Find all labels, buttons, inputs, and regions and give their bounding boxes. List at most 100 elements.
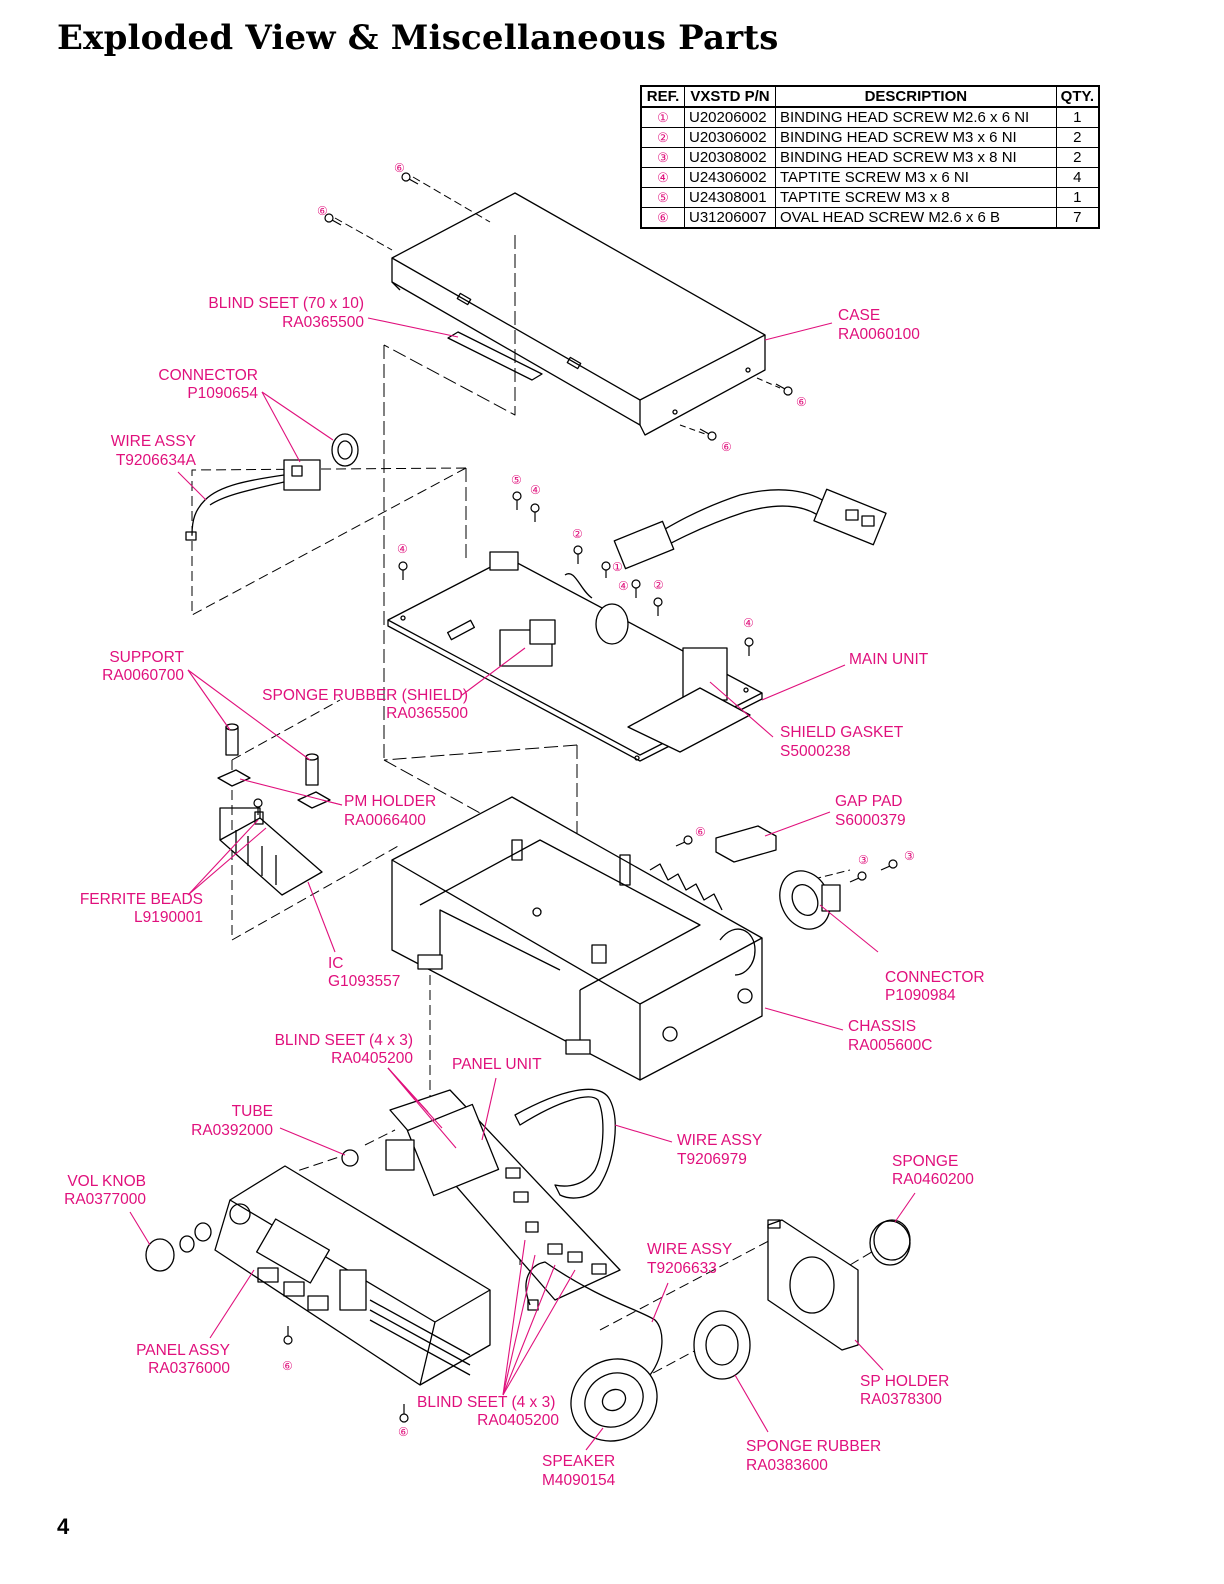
- vol-knob-part: [145, 1222, 212, 1272]
- screw-ref: ③: [858, 853, 869, 867]
- screws: [253, 172, 898, 1423]
- main-unit-part: [387, 551, 763, 762]
- sponge-part: [869, 1219, 911, 1266]
- cell-description: TAPTITE SCREW M3 x 6 NI: [775, 167, 1057, 188]
- chassis-part: [391, 796, 763, 1081]
- screw-ref: ⑥: [394, 161, 405, 175]
- label-vol-knob-pn: RA0377000: [64, 1191, 146, 1208]
- label-panel-assy-pn: RA0376000: [148, 1360, 230, 1377]
- label-ic-pn: G1093557: [328, 973, 400, 990]
- speaker-wire-part: [525, 1261, 663, 1376]
- label-blind-seet-4x3-top-pn: RA0405200: [331, 1050, 413, 1067]
- label-sp-holder-pn: RA0378300: [860, 1391, 942, 1408]
- screw-ref-numbers: ⑥ ⑥ ⑥ ⑥ ⑤ ④ ② ① ④ ④ ② ④ ⑥ ③ ③ ⑥ ⑥: [282, 161, 915, 1439]
- ribbon-cable-part: [514, 1088, 616, 1199]
- cell-pn: U20306002: [684, 127, 776, 148]
- screw-ref: ⑥: [695, 825, 706, 839]
- label-main-unit: MAIN UNIT: [849, 651, 929, 668]
- col-qty: QTY.: [1055, 85, 1100, 108]
- cell-description: OVAL HEAD SCREW M2.6 x 6 B: [775, 207, 1057, 229]
- label-wire-assy-top-pn: T9206634A: [116, 452, 197, 469]
- label-case: CASE: [838, 307, 880, 324]
- cell-qty: 1: [1055, 187, 1100, 208]
- label-case-pn: RA0060100: [838, 326, 920, 343]
- label-sponge-rubber-shield-pn: RA0365500: [386, 705, 468, 722]
- col-description: DESCRIPTION: [775, 85, 1057, 108]
- label-shield-gasket: SHIELD GASKET: [780, 724, 904, 741]
- label-sponge-pn: RA0460200: [892, 1171, 974, 1188]
- screw-ref: ⑤: [511, 473, 522, 487]
- table-row: ① U20206002 BINDING HEAD SCREW M2.6 x 6 …: [640, 106, 1100, 128]
- label-chassis-pn: RA005600C: [848, 1037, 932, 1054]
- cell-pn: U24306002: [684, 167, 776, 188]
- connector-top-part: [185, 433, 359, 541]
- panel-unit-part: [385, 1089, 621, 1301]
- label-panel-assy: PANEL ASSY: [136, 1342, 230, 1359]
- screw-ref: ⑥: [282, 1359, 293, 1373]
- label-sponge: SPONGE: [892, 1153, 958, 1170]
- blind-seet-strip: [447, 331, 543, 381]
- label-gap-pad-pn: S6000379: [835, 812, 906, 829]
- pm-holder-part: [217, 769, 251, 787]
- table-row: ⑤ U24308001 TAPTITE SCREW M3 x 8 1: [640, 187, 1100, 208]
- label-wire-assy-mid-pn: T9206979: [677, 1151, 747, 1168]
- table-row: ④ U24306002 TAPTITE SCREW M3 x 6 NI 4: [640, 167, 1100, 188]
- screw-ref: ④: [743, 616, 754, 630]
- screw-ref: ⑥: [796, 395, 807, 409]
- screw-ref: ⑥: [317, 204, 328, 218]
- label-pm-holder: PM HOLDER: [344, 793, 436, 810]
- callout-labels: BLIND SEET (70 x 10) RA0365500 CASE RA00…: [64, 295, 984, 1489]
- label-support: SUPPORT: [109, 649, 184, 666]
- cell-description: TAPTITE SCREW M3 x 8: [775, 187, 1057, 208]
- case-part: [391, 192, 766, 436]
- label-pm-holder-pn: RA0066400: [344, 812, 426, 829]
- label-speaker-pn: M4090154: [542, 1472, 616, 1489]
- label-speaker: SPEAKER: [542, 1453, 615, 1470]
- label-blind-seet-4x3-top: BLIND SEET (4 x 3): [275, 1032, 413, 1049]
- label-wire-assy-low-pn: T9206633: [647, 1260, 717, 1277]
- label-sponge-rubber: SPONGE RUBBER: [746, 1438, 881, 1455]
- cell-qty: 7: [1055, 207, 1100, 229]
- label-sponge-rubber-shield: SPONGE RUBBER (SHIELD): [262, 687, 468, 704]
- label-blind-seet-4x3-bottom: BLIND SEET (4 x 3): [417, 1394, 555, 1411]
- screw-ref: ⑥: [721, 440, 732, 454]
- label-connector-top: CONNECTOR: [158, 367, 258, 384]
- label-connector-right-pn: P1090984: [885, 987, 956, 1004]
- cell-pn: U24308001: [684, 187, 776, 208]
- cell-pn: U31206007: [684, 207, 776, 229]
- tube-part: [341, 1149, 359, 1167]
- label-connector-right: CONNECTOR: [885, 969, 985, 986]
- screw-ref: ④: [530, 483, 541, 497]
- screw-ref: ⑥: [398, 1425, 409, 1439]
- screw-ref: ④: [618, 579, 629, 593]
- connector-right-part: [779, 870, 841, 930]
- label-blind-seet-4x3-bottom-pn: RA0405200: [477, 1412, 559, 1429]
- label-tube: TUBE: [232, 1103, 273, 1120]
- label-chassis: CHASSIS: [848, 1018, 916, 1035]
- label-wire-assy-mid: WIRE ASSY: [677, 1132, 762, 1149]
- label-support-pn: RA0060700: [102, 667, 184, 684]
- table-row: ② U20306002 BINDING HEAD SCREW M3 x 6 NI…: [640, 127, 1100, 148]
- panel-assy-part: [214, 1165, 491, 1386]
- page-title: Exploded View & Miscellaneous Parts: [57, 18, 779, 58]
- label-wire-assy-top: WIRE ASSY: [111, 433, 196, 450]
- screw-ref: ④: [397, 542, 408, 556]
- sp-holder-part: [767, 1219, 859, 1351]
- label-sponge-rubber-pn: RA0383600: [746, 1457, 828, 1474]
- parts-table: REF. VXSTD P/N DESCRIPTION QTY. ① U20206…: [640, 85, 1100, 229]
- label-vol-knob: VOL KNOB: [67, 1173, 146, 1190]
- gap-pad-part: [715, 825, 777, 863]
- assembly-guide-lines: [191, 176, 876, 1381]
- cell-ref: ⑥: [640, 207, 685, 229]
- label-ic: IC: [328, 955, 344, 972]
- label-blind-seet-70-pn: RA0365500: [282, 314, 364, 331]
- label-tube-pn: RA0392000: [191, 1122, 273, 1139]
- label-panel-unit: PANEL UNIT: [452, 1056, 542, 1073]
- label-ferrite-beads: FERRITE BEADS: [80, 891, 203, 908]
- speaker-part: [570, 1358, 658, 1442]
- screw-ref: ②: [653, 578, 664, 592]
- screw-ref: ②: [572, 527, 583, 541]
- leader-lines: [129, 317, 916, 1451]
- label-sp-holder: SP HOLDER: [860, 1373, 949, 1390]
- label-blind-seet-70: BLIND SEET (70 x 10): [208, 295, 364, 312]
